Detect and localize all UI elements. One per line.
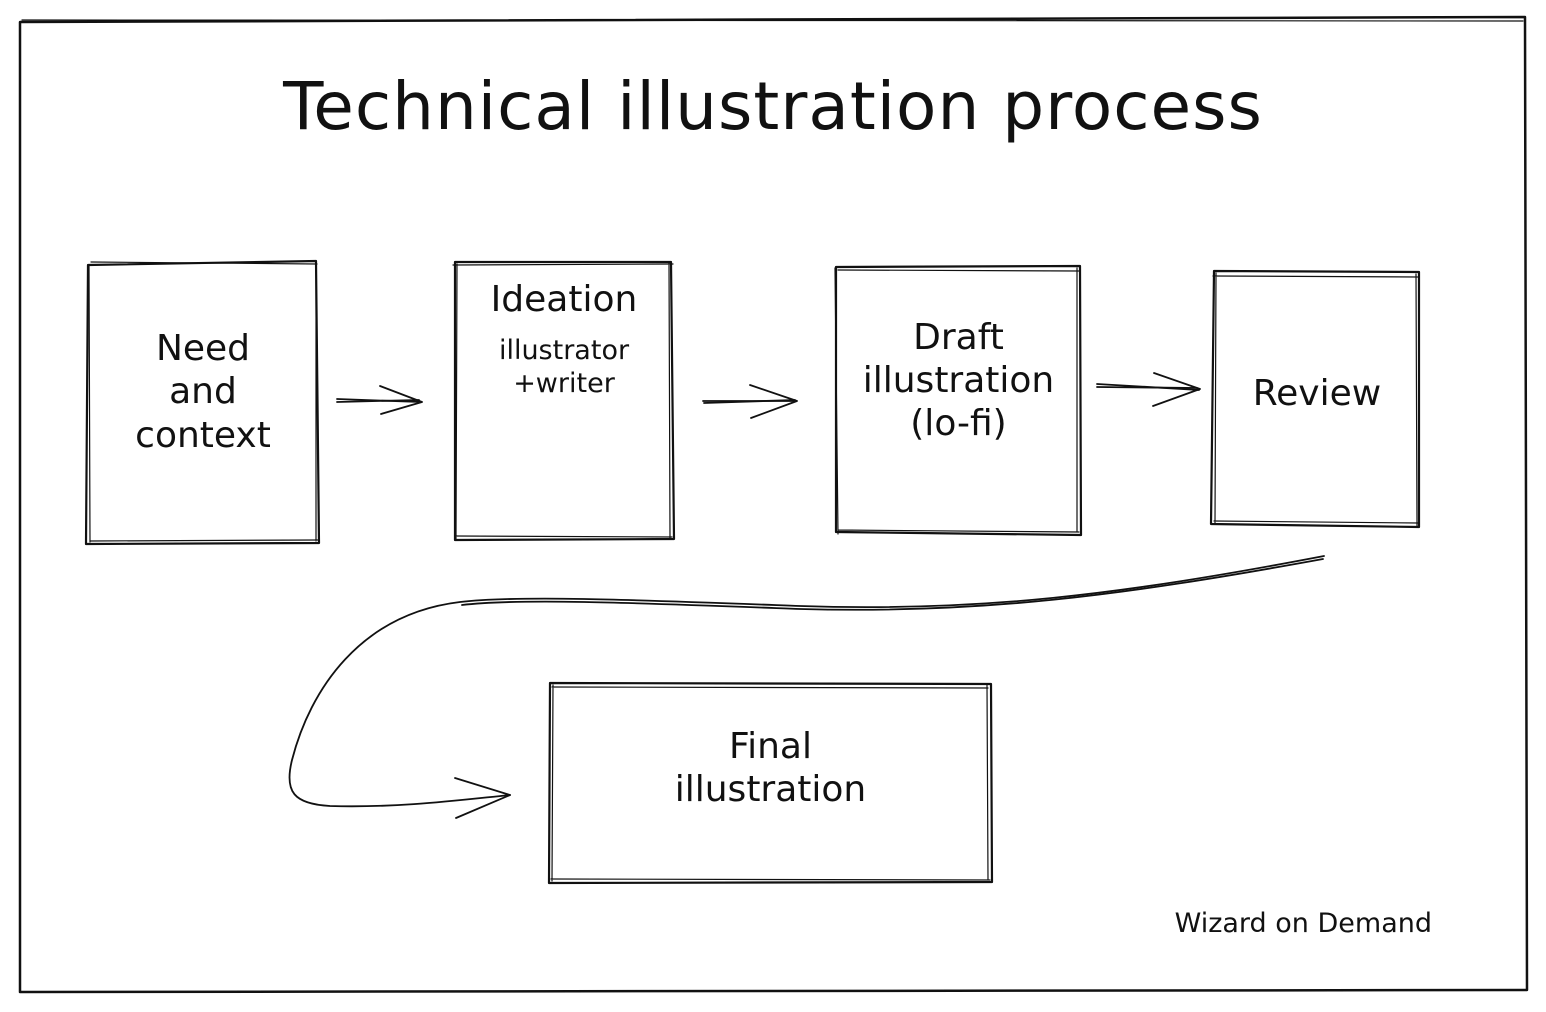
review-box-outline	[1209, 269, 1421, 529]
need-box-line-1: Need	[155, 328, 251, 370]
ideation-sub-line-2: +writer	[513, 367, 615, 399]
need-box-outline	[84, 259, 321, 546]
page-title: Technical illustration process	[283, 68, 1263, 145]
draft-box-outline	[834, 264, 1083, 537]
draft-box-line-3: (lo-fi)	[910, 403, 1007, 445]
ideation-box: Ideation illustrator +writer	[455, 278, 673, 428]
final-box-outline	[547, 681, 994, 885]
arrow-review-to-final	[288, 555, 1325, 819]
final-box-line-2: illustration	[674, 769, 867, 810]
outer-frame	[18, 15, 1529, 994]
review-box-line-1: Review	[1252, 373, 1382, 415]
need-box-line-2: and	[169, 371, 237, 413]
arrow-draft-to-review	[1096, 372, 1201, 407]
final-box: Final illustration	[550, 684, 991, 882]
draft-box-line-1: Draft	[913, 316, 1004, 358]
review-box: Review	[1214, 272, 1420, 526]
ideation-box-outline	[452, 260, 676, 542]
arrow-ideation-to-draft	[702, 384, 798, 419]
draft-box: Draft illustration (lo-fi)	[836, 268, 1081, 533]
ideation-heading: Ideation	[490, 279, 638, 320]
need-box: Need and context	[88, 265, 318, 543]
credit-signature: Wizard on Demand	[1174, 908, 1432, 939]
final-box-line-1: Final	[729, 725, 812, 767]
draft-box-line-2: illustration	[862, 359, 1055, 401]
arrow-need-to-ideation	[336, 385, 423, 415]
need-box-line-3: context	[135, 414, 271, 456]
ideation-sub-line-1: illustrator	[498, 335, 630, 367]
